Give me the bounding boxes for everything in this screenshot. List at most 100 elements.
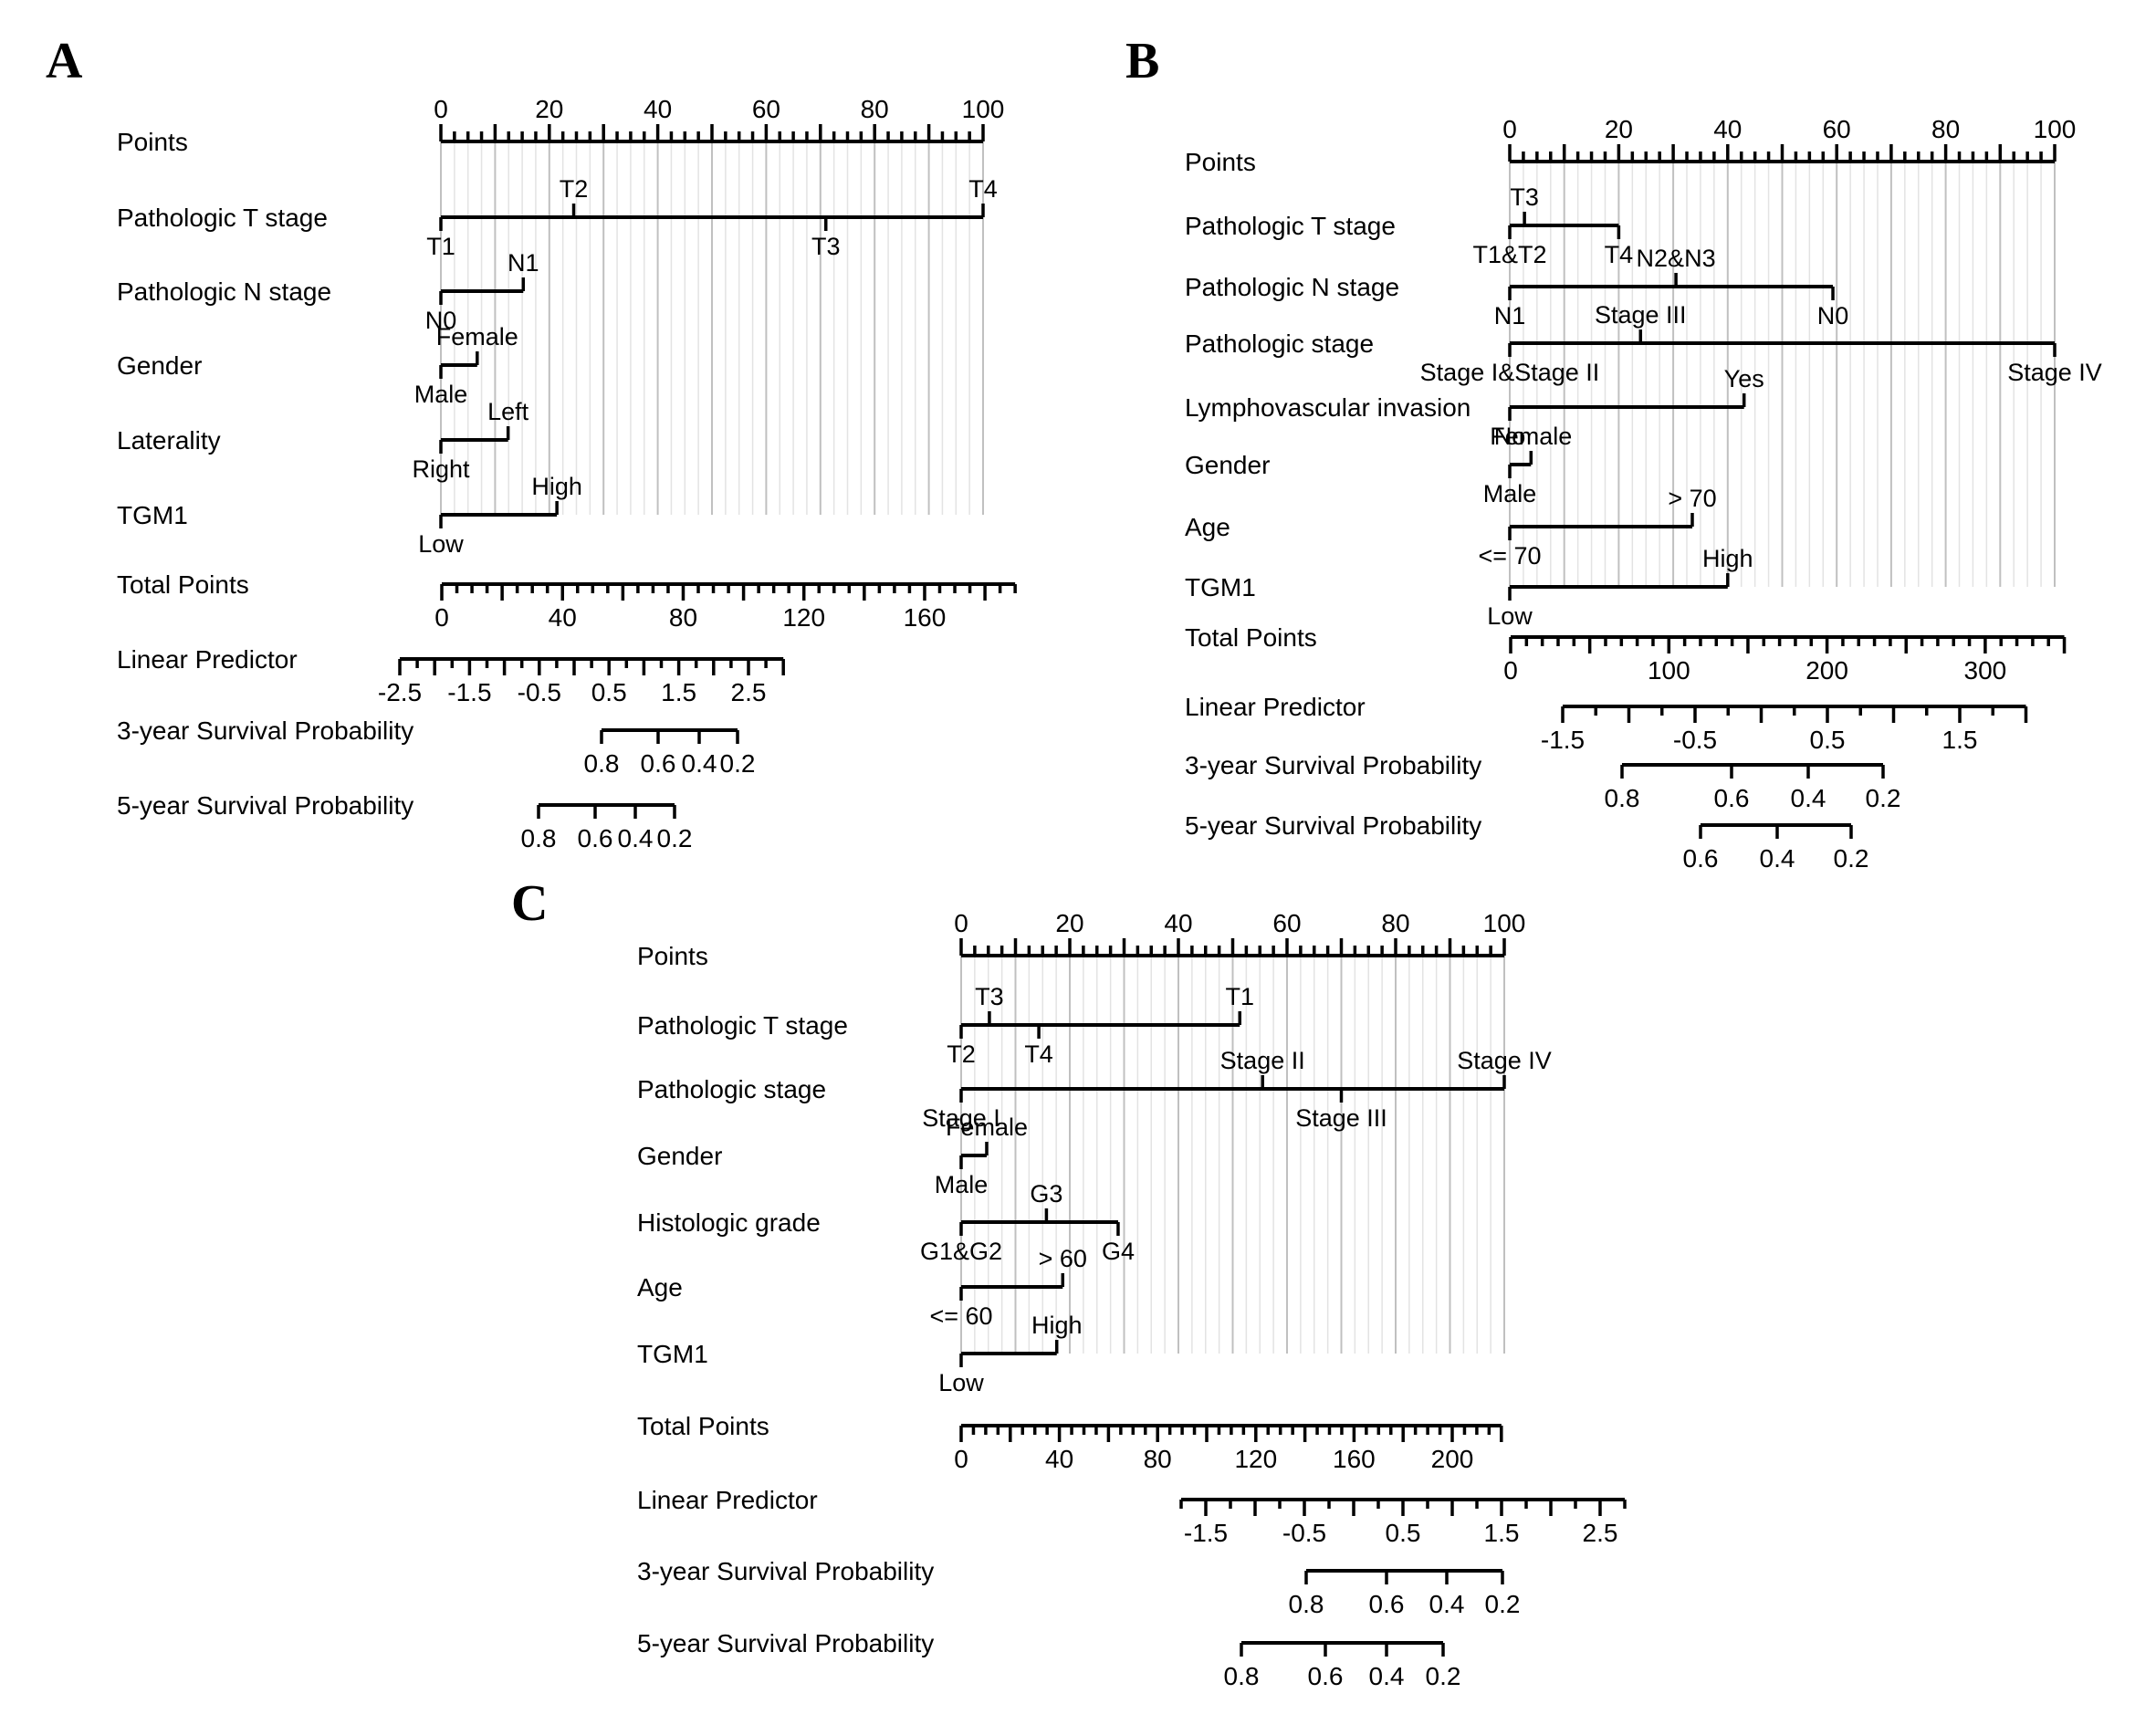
axis-tick-label: 120	[1234, 1445, 1277, 1473]
category-label: Stage II	[1220, 1047, 1305, 1074]
row-title: Gender	[1185, 451, 1270, 479]
panel-letter-C: C	[511, 875, 548, 932]
row-title: Age	[637, 1273, 683, 1302]
axis-tick-label: 0.8	[1605, 784, 1640, 812]
category-label: G4	[1102, 1238, 1135, 1265]
row-title: Pathologic N stage	[117, 277, 331, 306]
category-label: T4	[1605, 241, 1634, 268]
points-tick-label: 0	[954, 909, 968, 937]
panel-letter-A: A	[46, 33, 83, 89]
category-label: Left	[487, 398, 529, 425]
row-title: Histologic grade	[637, 1208, 821, 1237]
points-tick-label: 60	[1823, 115, 1851, 143]
row-title: Age	[1185, 513, 1230, 541]
points-tick-label: 0	[434, 95, 448, 123]
category-label: T1	[426, 233, 455, 260]
axis-tick-label: 160	[904, 603, 947, 632]
axis-tick-label: 200	[1805, 656, 1848, 685]
points-tick-label: 20	[535, 95, 563, 123]
axis-tick-label: 0.2	[1426, 1662, 1461, 1690]
category-label: T3	[975, 983, 1004, 1010]
category-label: T1&T2	[1472, 241, 1546, 268]
category-label: Yes	[1724, 365, 1764, 392]
axis-tick-label: 0.6	[1683, 844, 1719, 873]
category-label: Stage IV	[1457, 1047, 1552, 1074]
category-label: Stage I	[922, 1104, 1000, 1132]
category-label: Male	[414, 381, 468, 408]
category-label: N1	[1494, 302, 1526, 329]
axis-tick-label: -2.5	[378, 678, 422, 706]
axis-tick-label: 0	[954, 1445, 968, 1473]
category-label: Female	[436, 323, 518, 350]
axis-tick-label: 0.6	[578, 824, 613, 852]
row-title: Pathologic T stage	[117, 204, 328, 232]
axis-tick-label: 0.8	[1289, 1590, 1324, 1618]
axis-tick-label: -1.5	[1541, 726, 1585, 754]
category-label: Low	[938, 1369, 984, 1396]
category-label: N2&N3	[1637, 245, 1716, 272]
category-label: Male	[1483, 480, 1537, 507]
axis-tick-label: 40	[1045, 1445, 1073, 1473]
axis-tick-label: 0.4	[618, 824, 654, 852]
row-title: Total Points	[117, 570, 249, 599]
axis-tick-label: -0.5	[1673, 726, 1717, 754]
category-label: G1&G2	[920, 1238, 1002, 1265]
points-tick-label: 80	[1931, 115, 1960, 143]
axis-tick-label: 0.6	[641, 749, 676, 778]
row-title: Pathologic N stage	[1185, 273, 1399, 301]
category-label: Stage III	[1295, 1104, 1387, 1132]
axis-tick-label: 1.5	[1942, 726, 1978, 754]
axis-tick-label: -1.5	[447, 678, 491, 706]
category-label: High	[1702, 545, 1753, 572]
row-title-points: Points	[117, 128, 188, 156]
category-label: T2	[947, 1040, 976, 1068]
row-title: Total Points	[637, 1412, 769, 1440]
category-label: T2	[560, 175, 589, 203]
category-label: Stage IV	[2007, 359, 2102, 386]
axis-tick-label: 0.2	[720, 749, 756, 778]
axis-tick-label: 0.6	[1714, 784, 1750, 812]
row-title: Total Points	[1185, 623, 1317, 652]
row-title-points: Points	[1185, 148, 1256, 176]
points-tick-label: 20	[1605, 115, 1633, 143]
points-tick-label: 20	[1055, 909, 1083, 937]
grid-lines	[960, 956, 1505, 1354]
axis-tick-label: 120	[782, 603, 825, 632]
category-label: Female	[1490, 423, 1572, 450]
category-label: T3	[811, 233, 841, 260]
row-title: 5-year Survival Probability	[637, 1629, 934, 1657]
points-tick-label: 40	[1713, 115, 1742, 143]
points-tick-label: 40	[644, 95, 672, 123]
axis-tick-label: 0.2	[1834, 844, 1869, 873]
category-label: <= 70	[1478, 542, 1541, 570]
axis-tick-label: -0.5	[518, 678, 561, 706]
category-label: N0	[425, 307, 457, 334]
row-title: 3-year Survival Probability	[117, 716, 413, 745]
row-title: TGM1	[1185, 573, 1256, 601]
points-tick-label: 60	[1272, 909, 1301, 937]
row-title: Pathologic T stage	[637, 1011, 848, 1040]
row-title: Laterality	[117, 426, 221, 455]
row-title-points: Points	[637, 942, 708, 970]
category-label: Low	[418, 530, 464, 558]
grid-lines	[440, 141, 984, 515]
axis-tick-label: -1.5	[1184, 1519, 1228, 1547]
row-title: Gender	[637, 1142, 722, 1170]
axis-tick-label: 2.5	[1583, 1519, 1618, 1547]
axis-tick-label: 0	[1503, 656, 1518, 685]
